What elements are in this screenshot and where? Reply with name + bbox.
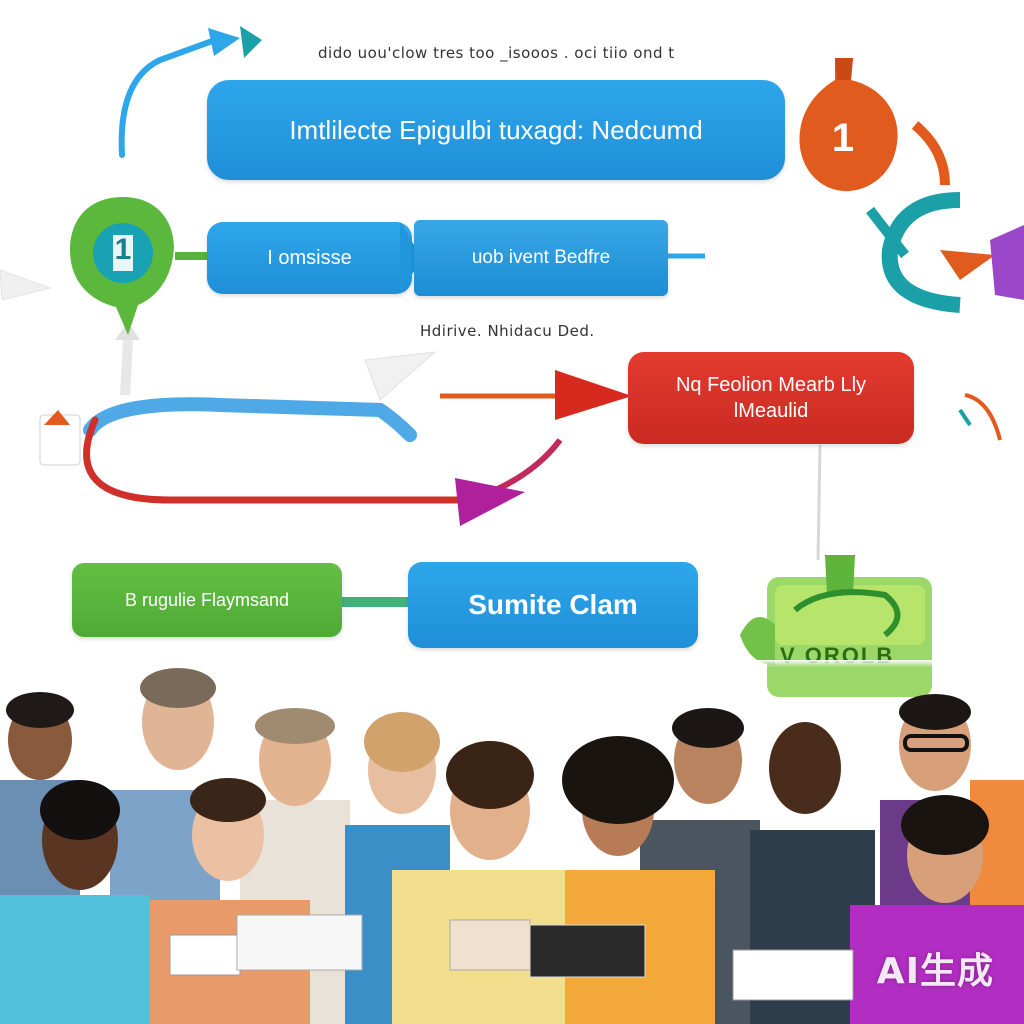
arrowhead-top-left-teal [240, 26, 262, 58]
right-small-label: uob ivent Bedfre [471, 247, 611, 268]
light-arrow-mid [364, 351, 437, 401]
left-small-label: I omsisse [267, 246, 352, 269]
top-process-label: Imtlilecte Epigulbi tuxagd: Nedcumd [289, 114, 703, 145]
curved-arrow-top-left [118, 37, 218, 158]
green-badge: 1 [68, 195, 178, 335]
crowd-of-people-photo [0, 660, 1024, 1024]
person-front-4 [529, 736, 715, 1024]
green-badge-number: 1 [114, 233, 132, 266]
teal-swirl [881, 192, 961, 313]
right-small-box: uob ivent Bedfre [414, 220, 668, 296]
red-loop-arrow [83, 416, 474, 504]
ai-generated-watermark: AI生成 [876, 951, 994, 992]
mid-caption: Hdirive. Nhidacu Ded. [420, 322, 595, 340]
purple-shape [990, 225, 1024, 300]
vertical-connector [816, 444, 822, 561]
light-arrow-left [0, 269, 52, 301]
red-process-box: Nq Feolion Mearb Lly lMeaulid [628, 352, 914, 444]
blue-swoosh [83, 397, 417, 442]
orange-badge-number: 1 [831, 116, 855, 160]
connector-arrows [0, 26, 1024, 607]
left-small-box: I omsisse [207, 222, 412, 294]
magenta-arrowhead [455, 478, 525, 526]
green-process-box: B rugulie Flaymsand [72, 563, 342, 637]
top-caption: dido uou'clow tres too _isooos . oci tii… [318, 44, 675, 62]
final-process-label: Sumite Clam [468, 589, 638, 620]
person-front-2 [150, 778, 363, 1024]
green-process-label: B rugulie Flaymsand [124, 589, 290, 610]
person-front-1 [0, 780, 150, 1024]
final-process-box: Sumite Clam [408, 562, 698, 648]
red-arrowhead [555, 370, 632, 420]
person-front-3 [392, 741, 577, 1024]
person-front-5 [850, 795, 1024, 1024]
arrowhead-top-left [208, 28, 240, 56]
orange-badge: 1 [795, 58, 905, 198]
top-process-box: Imtlilecte Epigulbi tuxagd: Nedcumd [207, 80, 785, 180]
red-process-label: Nq Feolion Mearb Lly lMeaulid [675, 374, 867, 422]
up-arrow-light [120, 339, 133, 396]
